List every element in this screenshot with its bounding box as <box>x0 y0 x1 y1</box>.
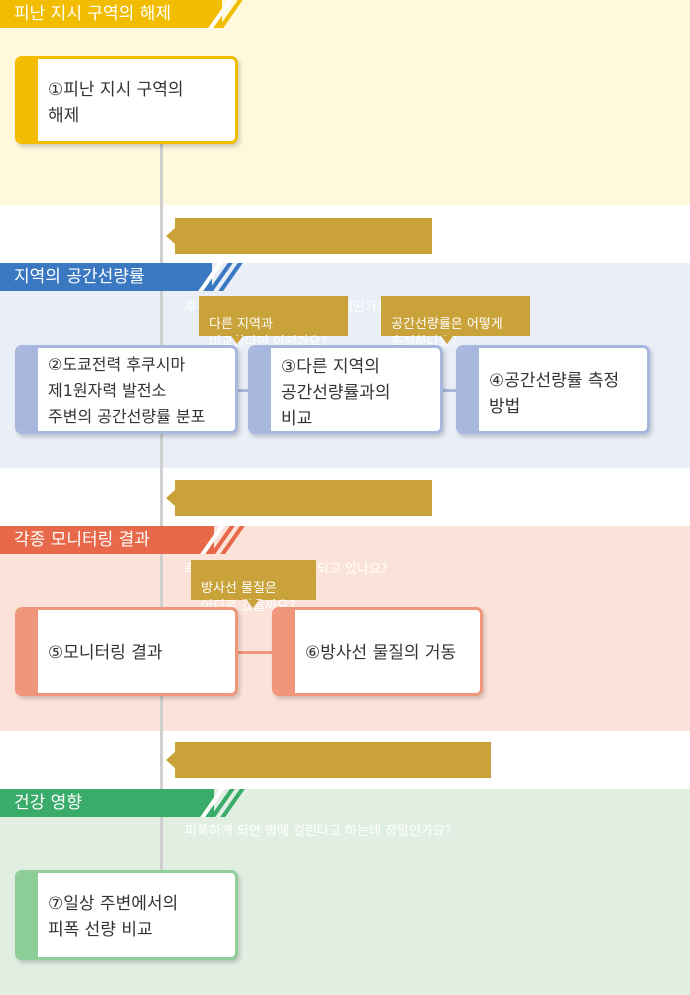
section-header-evacuation: 피난 지시 구역의 해제 <box>0 0 243 28</box>
bubble-tip <box>247 600 259 608</box>
question-compare: 다른 지역과 비교한다면 어떤가요? <box>199 296 348 350</box>
bubble-tip <box>441 336 453 344</box>
card-measurement-method[interactable]: ④공간선량률 측정 방법 <box>456 345 650 434</box>
card-stripe <box>18 348 38 431</box>
card-stripe <box>251 348 271 431</box>
question-measure: 공간선량률은 어떻게 측정하나요? <box>381 296 530 350</box>
question-material-where: 방사선 물질은 어디로 갔을까요? <box>191 560 316 614</box>
card-label: ⑥방사선 물질의 거동 <box>305 643 457 663</box>
bubble-tip <box>166 228 175 244</box>
question-results-published: 측정 결과는 어디서 공개되고 있나요? <box>166 480 432 577</box>
question-text: 피폭하게 되면 병에 걸린다고 하는데 정말인가요? <box>185 824 452 839</box>
card-stripe <box>18 59 38 141</box>
section-title: 각종 모니터링 결과 <box>14 530 150 550</box>
card-dose-distribution[interactable]: ②도쿄전력 후쿠시마 제1원자력 발전소 주변의 공간선량률 분포 <box>15 345 238 434</box>
card-stripe <box>275 610 295 693</box>
section-header-monitoring: 각종 모니터링 결과 <box>0 526 245 554</box>
card-label: ⑦일상 주변에서의 피폭 선량 비교 <box>48 894 179 940</box>
card-label: ②도쿄전력 후쿠시마 제1원자력 발전소 주변의 공간선량률 분포 <box>48 355 206 426</box>
card-stripe <box>18 610 38 693</box>
card-label: ④공간선량률 측정 방법 <box>489 371 620 417</box>
card-dose-comparison[interactable]: ③다른 지역의 공간선량률과의 비교 <box>248 345 443 434</box>
question-dose-status: 후쿠시마의 방사선량 현황은 어떤가요? <box>166 218 432 315</box>
section-header-health: 건강 영향 <box>0 789 245 817</box>
card-monitoring-results[interactable]: ⑤모니터링 결과 <box>15 607 238 696</box>
section-title: 지역의 공간선량률 <box>14 267 145 287</box>
card-label: ①피난 지시 구역의 해제 <box>48 80 184 126</box>
connector-line <box>236 389 250 392</box>
card-evacuation-lift[interactable]: ①피난 지시 구역의 해제 <box>15 56 238 144</box>
card-material-behavior[interactable]: ⑥방사선 물질의 거동 <box>272 607 483 696</box>
connector-line <box>236 651 276 654</box>
flow-line <box>160 140 163 880</box>
card-label: ⑤모니터링 결과 <box>48 643 163 663</box>
section-title: 피난 지시 구역의 해제 <box>14 4 171 24</box>
card-label: ③다른 지역의 공간선량률과의 비교 <box>281 357 391 429</box>
bubble-tip <box>166 752 175 768</box>
bubble-tip <box>166 490 175 506</box>
question-illness: 피폭하게 되면 병에 걸린다고 하는데 정말인가요? <box>166 742 491 839</box>
card-stripe <box>459 348 479 431</box>
card-exposure-comparison[interactable]: ⑦일상 주변에서의 피폭 선량 비교 <box>15 870 238 960</box>
section-header-dose-rate: 지역의 공간선량률 <box>0 263 243 291</box>
section-title: 건강 영향 <box>14 793 82 813</box>
connector-line <box>442 389 458 392</box>
card-stripe <box>18 873 38 957</box>
bubble-tip <box>231 336 243 344</box>
